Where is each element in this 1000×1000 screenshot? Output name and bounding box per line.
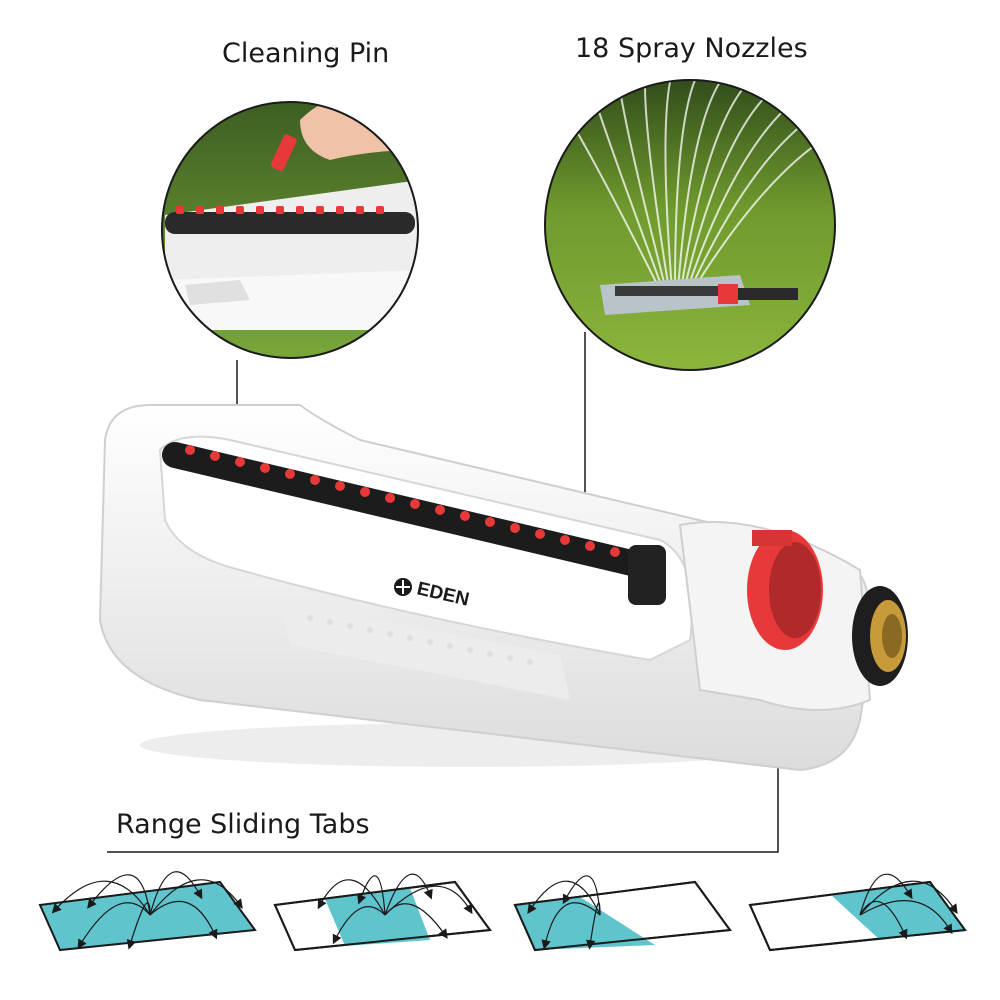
cleaning-pin-label: Cleaning Pin: [222, 38, 390, 69]
range-sliding-tabs-label: Range Sliding Tabs: [116, 809, 370, 840]
sprinkler-product: EDEN: [98, 404, 908, 772]
spray-nozzles-photo: [544, 79, 836, 371]
spray-pattern-full: [38, 871, 257, 952]
eden-logo: [394, 578, 412, 596]
spray-pattern-left: [513, 875, 732, 952]
cleaning-pin-photo: [161, 101, 419, 359]
spray-pattern-center: [273, 873, 492, 952]
spray-pattern-right: [748, 873, 967, 952]
spray-nozzles-label: 18 Spray Nozzles: [575, 33, 808, 64]
